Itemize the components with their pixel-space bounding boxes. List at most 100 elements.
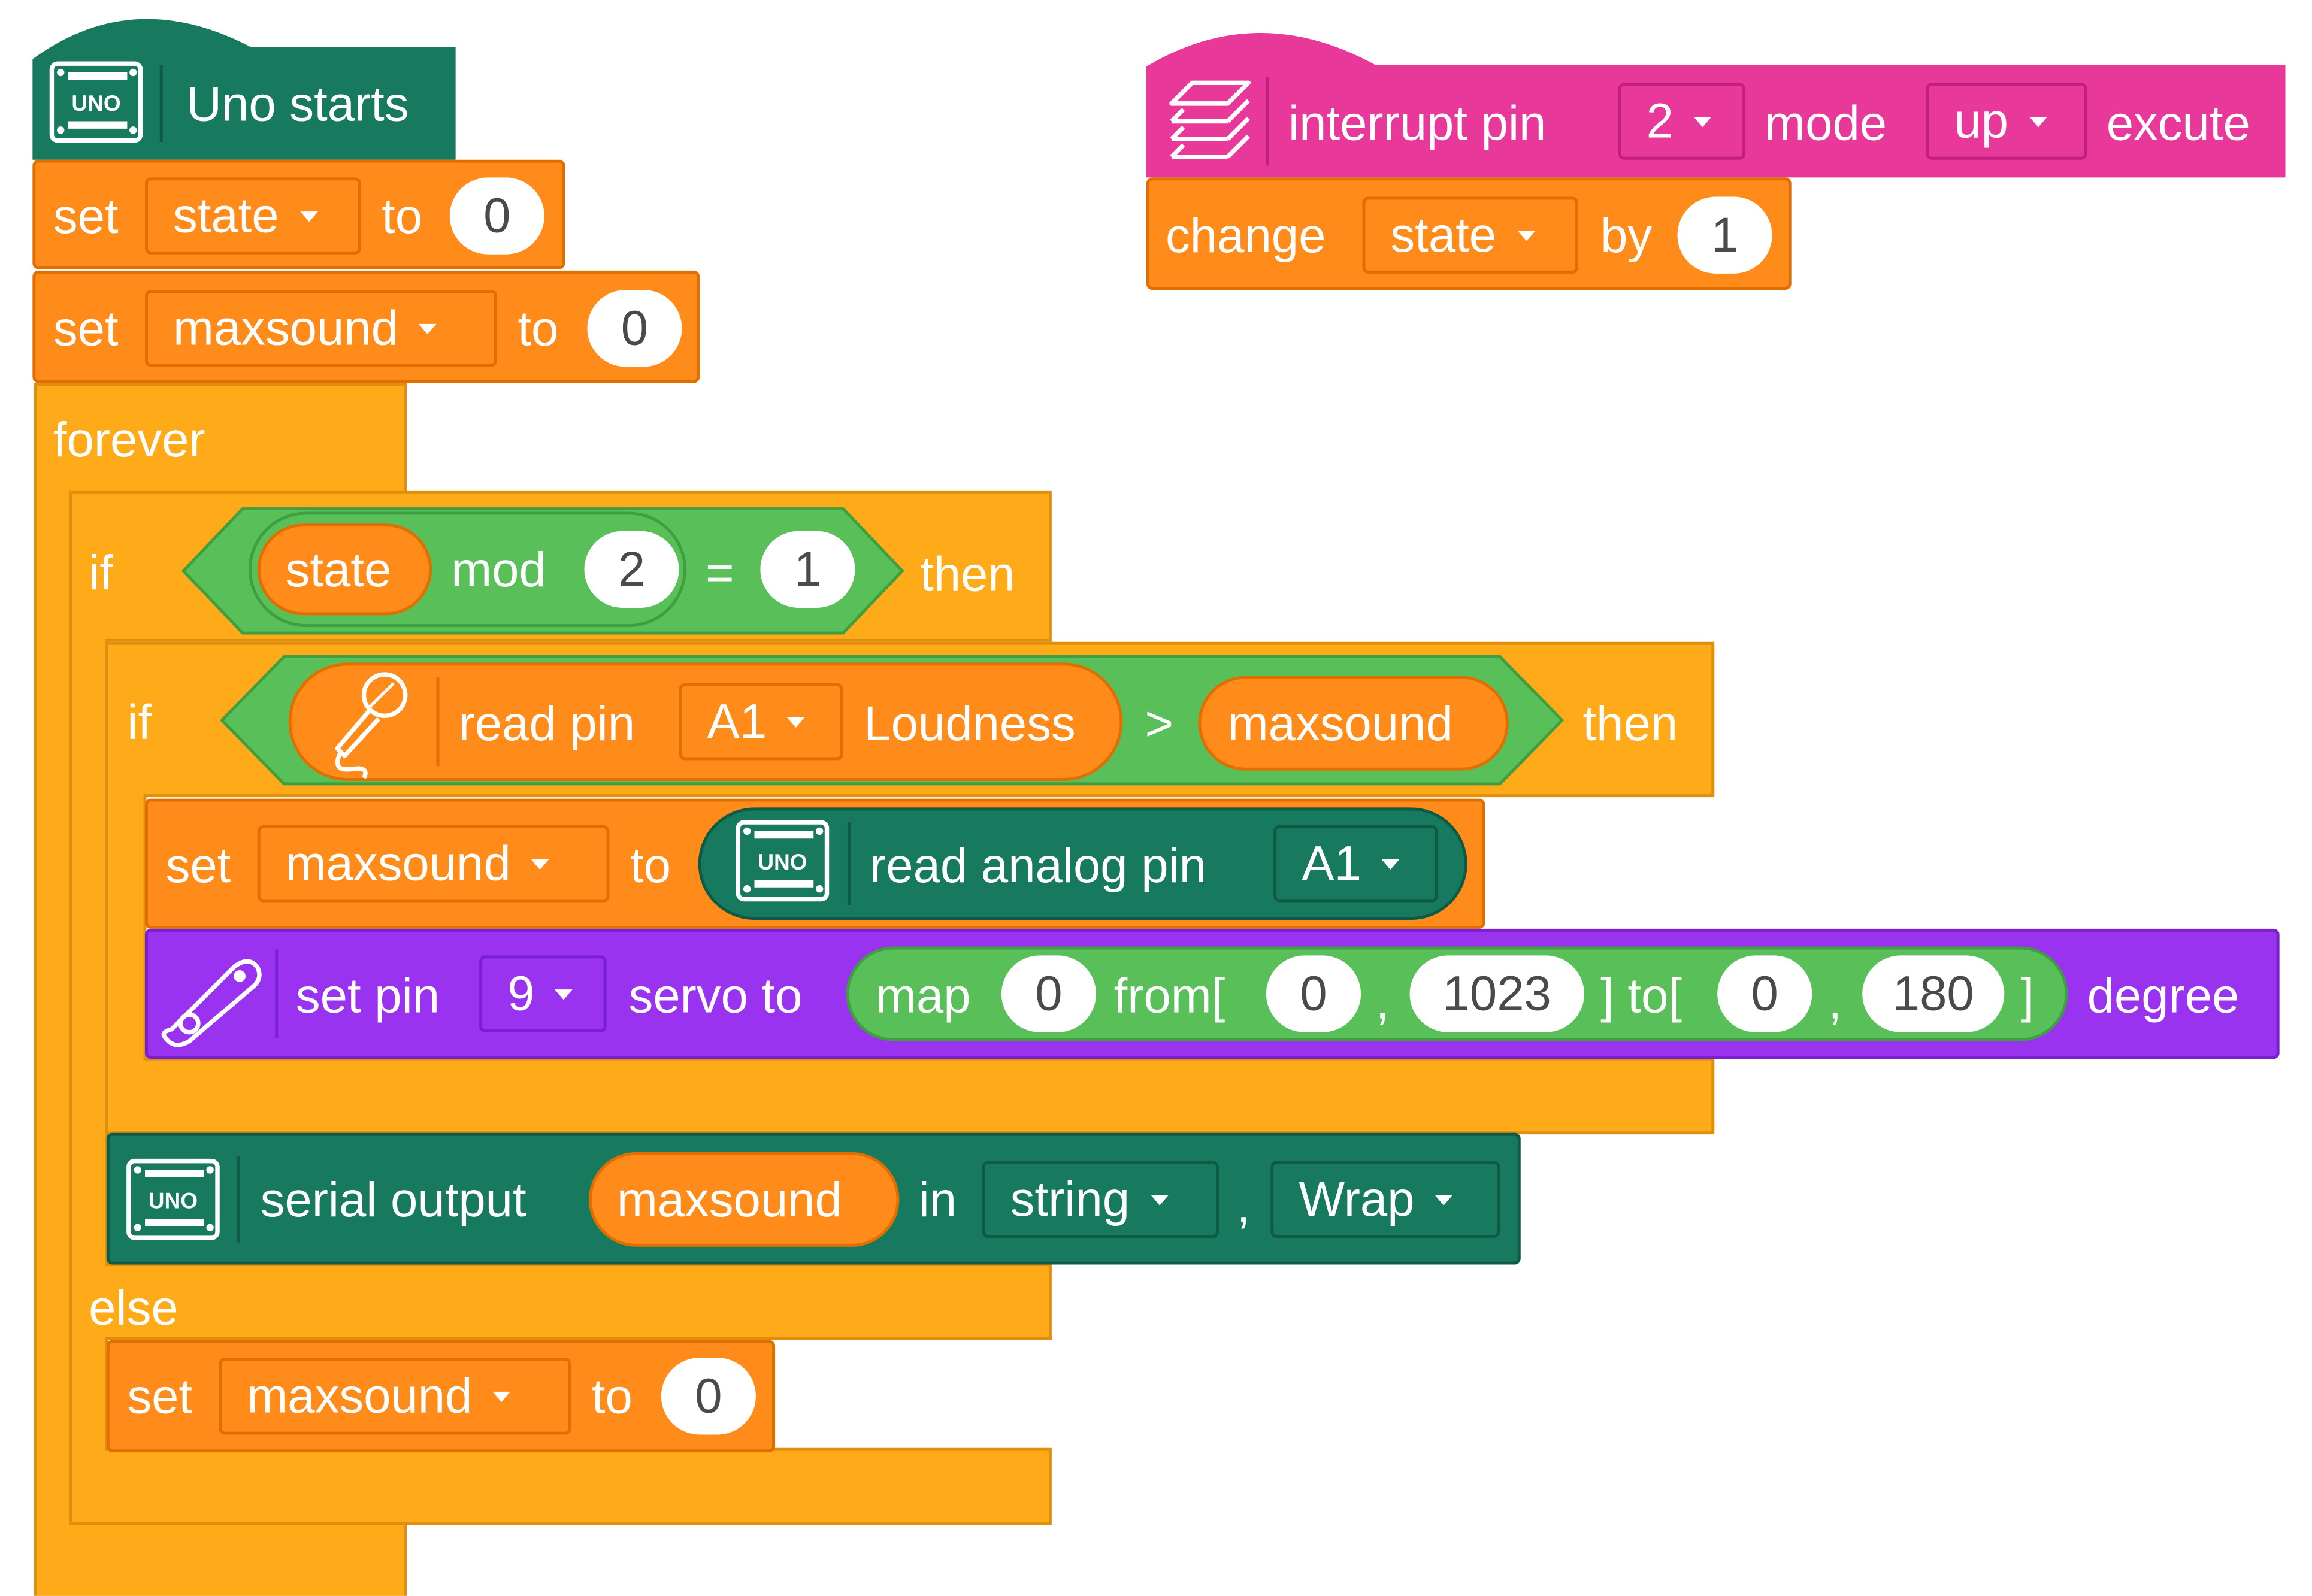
uno-board-icon: UNO xyxy=(731,818,837,904)
variable-dropdown[interactable]: state xyxy=(145,177,361,255)
chevron-down-icon xyxy=(531,858,549,869)
icon-divider xyxy=(848,822,851,905)
mode-dropdown[interactable]: up xyxy=(1926,83,2087,160)
variable-name: maxsound xyxy=(285,835,511,891)
chevron-down-icon xyxy=(2029,116,2047,127)
maxsound-reporter[interactable] xyxy=(1198,676,1509,771)
pin-value: A1 xyxy=(707,693,767,749)
to-keyword: to xyxy=(382,188,423,244)
set-keyword: set xyxy=(127,1368,193,1424)
variable-name: state xyxy=(1390,207,1497,262)
comma: , xyxy=(1236,1178,1251,1233)
value-input[interactable]: 1 xyxy=(1677,196,1772,274)
close-bracket: ] xyxy=(2020,968,2035,1023)
to-keyword: to xyxy=(630,838,671,893)
wrap-dropdown[interactable]: Wrap xyxy=(1270,1161,1500,1238)
if-keyword: if xyxy=(89,545,113,600)
if-keyword: if xyxy=(127,694,152,749)
value-input[interactable]: 0 xyxy=(587,290,682,367)
variable-dropdown[interactable]: maxsound xyxy=(257,825,610,903)
execute-keyword: excute xyxy=(2106,95,2250,150)
icon-divider xyxy=(275,949,279,1038)
loudness-keyword: Loudness xyxy=(864,695,1076,751)
if-else-block-shape xyxy=(69,490,1052,1525)
set-pin-keyword: set pin xyxy=(295,968,440,1023)
chevron-down-icon xyxy=(1150,1194,1169,1205)
variable-dropdown[interactable]: state xyxy=(1362,196,1579,274)
mode-keyword: mode xyxy=(1765,95,1887,150)
read-pin-keyword: read pin xyxy=(458,695,636,751)
change-keyword: change xyxy=(1166,207,1326,263)
pin-dropdown[interactable]: A1 xyxy=(679,683,843,761)
value-input[interactable]: 0 xyxy=(449,177,544,255)
chevron-down-icon xyxy=(1517,230,1535,241)
servo-horn-icon xyxy=(154,944,267,1047)
variable-name: maxsound xyxy=(247,1368,473,1423)
svg-text:UNO: UNO xyxy=(758,849,807,874)
from-keyword: from[ xyxy=(1113,968,1225,1023)
to-high-input[interactable]: 180 xyxy=(1862,955,2005,1032)
target-input[interactable]: 1 xyxy=(760,531,855,608)
chevron-down-icon xyxy=(787,716,806,727)
layers-icon xyxy=(1163,77,1257,168)
from-high-input[interactable]: 1023 xyxy=(1409,955,1584,1032)
icon-divider xyxy=(436,677,440,767)
serial-output-keyword: serial output xyxy=(260,1172,526,1227)
greater-than-sign: > xyxy=(1145,695,1174,751)
interrupt-pin-keyword: interrupt pin xyxy=(1288,95,1547,150)
then-keyword: then xyxy=(1582,695,1678,751)
icon-divider xyxy=(237,1156,240,1243)
pin-dropdown[interactable]: A1 xyxy=(1273,825,1438,903)
value-input[interactable]: 0 xyxy=(661,1358,756,1435)
pin-dropdown[interactable]: 9 xyxy=(479,955,607,1032)
svg-text:UNO: UNO xyxy=(149,1188,198,1213)
microphone-icon xyxy=(311,662,426,781)
to-keyword: ] to[ xyxy=(1600,968,1682,1023)
chevron-down-icon xyxy=(1435,1194,1453,1205)
else-keyword: else xyxy=(89,1280,178,1335)
to-keyword: to xyxy=(591,1368,633,1424)
variable-dropdown[interactable]: maxsound xyxy=(145,290,497,367)
chevron-down-icon xyxy=(1694,116,1712,127)
variable-name: state xyxy=(173,187,279,243)
from-low-input[interactable]: 0 xyxy=(1266,955,1361,1032)
chevron-down-icon xyxy=(493,1391,511,1401)
chevron-down-icon xyxy=(299,210,317,222)
chevron-down-icon xyxy=(555,988,573,1000)
pin-value: A1 xyxy=(1302,835,1361,891)
wrap-value: Wrap xyxy=(1299,1171,1415,1226)
uno-starts-label: Uno starts xyxy=(186,76,409,131)
format-value: string xyxy=(1010,1171,1130,1226)
format-dropdown[interactable]: string xyxy=(982,1161,1219,1238)
chevron-down-icon xyxy=(1382,858,1400,869)
to-low-input[interactable]: 0 xyxy=(1717,955,1812,1032)
pin-value: 2 xyxy=(1646,93,1674,148)
chevron-down-icon xyxy=(419,323,437,334)
icon-divider xyxy=(1266,77,1269,166)
uno-board-icon: UNO xyxy=(44,59,151,145)
pin-dropdown[interactable]: 2 xyxy=(1618,83,1746,160)
then-keyword: then xyxy=(920,546,1015,601)
set-keyword: set xyxy=(53,301,119,356)
servo-to-keyword: servo to xyxy=(628,968,803,1023)
comma: , xyxy=(1375,974,1390,1029)
maxsound-reporter[interactable] xyxy=(588,1152,900,1247)
variable-name: maxsound xyxy=(173,300,398,355)
degree-keyword: degree xyxy=(2087,968,2240,1023)
forever-keyword: forever xyxy=(53,411,205,467)
state-reporter[interactable] xyxy=(257,523,432,616)
to-keyword: to xyxy=(518,301,559,356)
variable-dropdown[interactable]: maxsound xyxy=(219,1358,571,1435)
maxsound-variable: maxsound xyxy=(616,1172,842,1227)
read-analog-keyword: read analog pin xyxy=(870,838,1207,893)
map-keyword: map xyxy=(876,968,971,1023)
divisor-input[interactable]: 2 xyxy=(584,531,679,608)
hat-divider xyxy=(159,65,163,143)
by-keyword: by xyxy=(1600,207,1653,263)
state-variable: state xyxy=(285,542,392,597)
svg-text:UNO: UNO xyxy=(71,90,120,116)
map-value-input[interactable]: 0 xyxy=(1001,955,1096,1032)
set-keyword: set xyxy=(165,838,231,893)
mode-value: up xyxy=(1954,93,2009,148)
